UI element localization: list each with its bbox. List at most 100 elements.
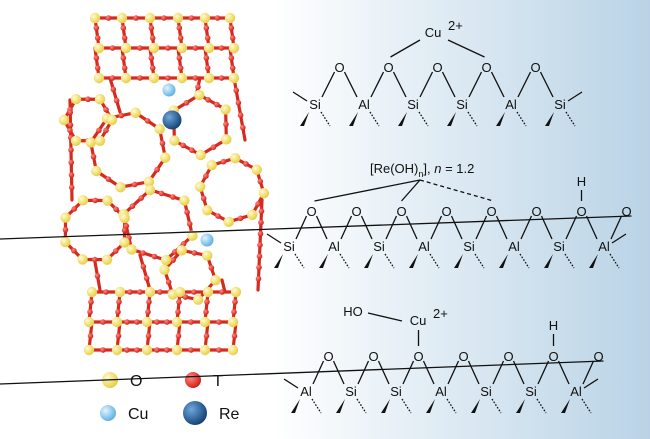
t-atom: [257, 178, 264, 185]
t-atom: [137, 75, 143, 81]
t-atom: [218, 75, 225, 81]
t-atom: [229, 35, 236, 41]
o-atom: [94, 135, 106, 146]
o-atom: [143, 176, 155, 187]
t-atom: [143, 275, 150, 282]
t-atom: [243, 161, 249, 167]
t-atom: [231, 333, 238, 339]
t-atom: [159, 140, 166, 147]
bond: [332, 360, 345, 385]
legend-marker-re: [183, 401, 207, 425]
o-atom: [83, 316, 95, 328]
wedge-bond: [409, 254, 418, 268]
zeolite-framework-structure: [58, 12, 270, 356]
o-atom: [159, 264, 170, 276]
t-atom: [96, 127, 102, 134]
o-atom: [179, 195, 190, 206]
t-atom: [255, 201, 261, 207]
t-atom: [133, 15, 139, 21]
t-atom: [120, 25, 127, 31]
t-atom: [170, 257, 176, 263]
t-atom: [71, 206, 78, 212]
o-atom: [160, 152, 171, 163]
t-atom: [229, 65, 236, 71]
bond: [401, 179, 421, 202]
t-atom: [214, 15, 221, 21]
t-atom-label: Si: [373, 239, 385, 254]
o-atom: [77, 254, 88, 265]
legend-label-t: T: [213, 373, 223, 390]
t-atom: [204, 65, 211, 71]
bond: [385, 215, 398, 240]
hashed-bond: [311, 398, 322, 414]
t-atom: [109, 45, 116, 51]
t-atom: [91, 256, 98, 263]
wedge-bond: [398, 112, 407, 126]
bond: [583, 378, 599, 389]
wedge-bond: [349, 112, 358, 126]
o-atom-label: O: [432, 60, 442, 75]
bond: [447, 39, 485, 58]
t-atom: [204, 35, 211, 41]
o-atom: [169, 135, 180, 146]
bond: [343, 71, 358, 98]
o-atom: [171, 316, 183, 328]
t-atom: [103, 106, 109, 113]
o-atom: [58, 114, 70, 126]
t-atom: [110, 86, 117, 93]
o-atom: [203, 72, 215, 84]
t-atom: [182, 294, 189, 300]
t-atom: [170, 194, 176, 200]
o-atom: [141, 316, 153, 328]
legend-label-re: Re: [219, 406, 240, 423]
t-atom: [146, 299, 152, 305]
t-atom: [188, 319, 194, 325]
t-atom: [138, 195, 145, 201]
t-atom-label: Si: [525, 384, 537, 399]
o-atom: [86, 286, 98, 298]
bond: [367, 312, 403, 322]
t-atom: [129, 203, 136, 210]
t-atom: [191, 250, 198, 256]
bond: [283, 378, 299, 389]
o-atom: [172, 12, 184, 24]
t-atom: [203, 333, 210, 339]
o-atom-label: O: [548, 349, 558, 364]
o-atom: [193, 294, 204, 305]
wedge-bond: [426, 399, 435, 413]
t-atom: [148, 55, 155, 61]
t-atom: [105, 176, 112, 182]
t-atom: [121, 65, 128, 71]
o-atom-label: O: [530, 60, 540, 75]
t-atom: [109, 75, 116, 81]
bond: [447, 360, 460, 385]
o-atom: [60, 212, 71, 223]
o-atom: [199, 316, 211, 328]
t-atom: [137, 45, 143, 51]
o-atom-label: O: [323, 349, 333, 364]
t-atom: [116, 299, 122, 305]
t-atom: [62, 226, 69, 233]
bond: [468, 71, 483, 98]
o-atom-label: O: [481, 60, 491, 75]
o-atom: [148, 42, 160, 54]
bond: [495, 215, 508, 240]
bond: [565, 215, 578, 240]
hydroxyl-h-label: H: [549, 318, 558, 333]
t-atom: [235, 100, 242, 106]
hashed-bond: [609, 253, 620, 269]
o-atom-label: O: [334, 60, 344, 75]
hashed-bond: [565, 111, 576, 127]
o-atom: [206, 160, 217, 171]
t-atom: [188, 15, 195, 21]
t-atom-label: Si: [553, 239, 565, 254]
o-atom: [202, 205, 213, 216]
wedge-bond: [447, 112, 456, 126]
o-atom: [210, 274, 221, 286]
t-atom: [120, 55, 127, 61]
o-atom: [116, 12, 128, 24]
o-atom: [102, 195, 113, 206]
t-atom: [218, 45, 225, 51]
o-atom: [228, 42, 240, 54]
